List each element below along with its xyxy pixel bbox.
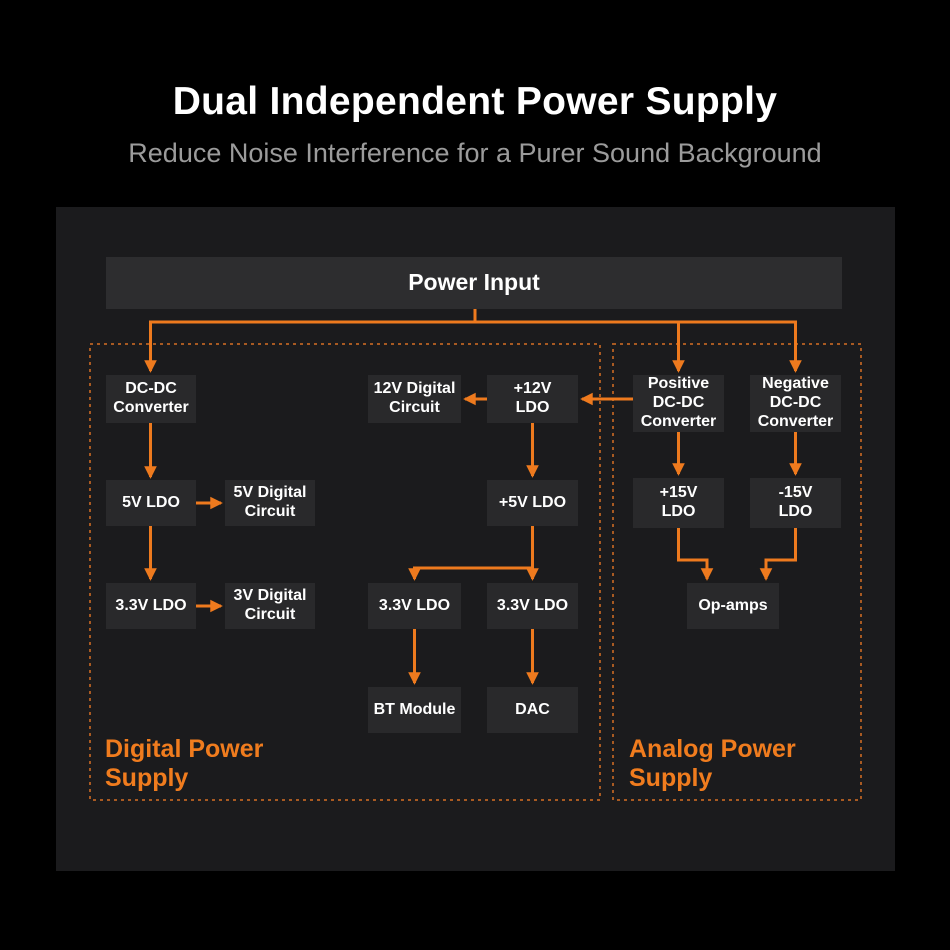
node-5v-ldo: 5V LDO xyxy=(106,480,196,526)
page-title: Dual Independent Power Supply xyxy=(172,80,778,123)
node-power-input: Power Input xyxy=(106,257,842,309)
edge-pos15vldo-to-opamps xyxy=(677,528,714,581)
node-plus15v-ldo: +15V LDO xyxy=(633,478,724,528)
node-5v-digital-circuit: 5V Digital Circuit xyxy=(225,480,315,526)
digital-power-supply-label: Digital Power Supply xyxy=(105,735,264,792)
analog-section-border xyxy=(612,343,862,801)
node-3v3-ldo: 3.3V LDO xyxy=(106,583,196,629)
node-12v-ldo: +12V LDO xyxy=(487,375,578,423)
node-dcdc-converter: DC-DC Converter xyxy=(106,375,196,423)
edge-5vldo-to-3v3ldo-a xyxy=(408,566,533,581)
node-dac: DAC xyxy=(487,687,578,733)
node-negative-dcdc-converter: Negative DC-DC Converter xyxy=(750,375,841,432)
page-subtitle: Reduce Noise Interference for a Purer So… xyxy=(128,138,822,168)
analog-power-supply-label: Analog Power Supply xyxy=(629,735,796,792)
node-positive-dcdc-converter: Positive DC-DC Converter xyxy=(633,375,724,432)
node-opamps: Op-amps xyxy=(687,583,779,629)
node-12v-digital-circuit: 12V Digital Circuit xyxy=(368,375,461,423)
node-3v3-ldo-a: 3.3V LDO xyxy=(368,583,461,629)
edge-power-to-dcdc xyxy=(144,320,475,373)
node-bt-module: BT Module xyxy=(368,687,461,733)
node-3v3-ldo-b: 3.3V LDO xyxy=(487,583,578,629)
edge-neg15vldo-to-opamps xyxy=(759,528,797,581)
node-minus15v-ldo: -15V LDO xyxy=(750,478,841,528)
node-plus5v-ldo: +5V LDO xyxy=(487,480,578,526)
edge-power-to-negative-dcdc xyxy=(475,320,802,373)
digital-section-border xyxy=(89,343,601,801)
node-3v-digital-circuit: 3V Digital Circuit xyxy=(225,583,315,629)
